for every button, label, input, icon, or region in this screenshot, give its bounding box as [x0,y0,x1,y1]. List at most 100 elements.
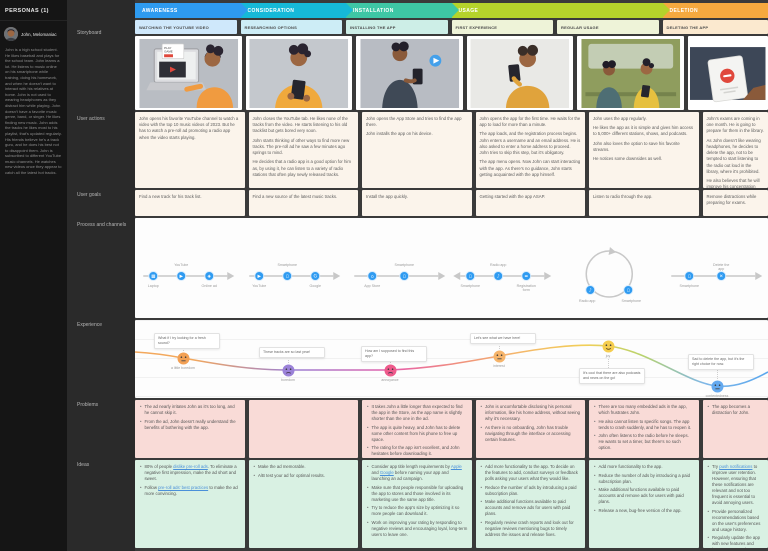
idea-link[interactable]: push notifications [719,464,753,469]
storyboard-illustration-researching [249,38,349,108]
experience-note[interactable]: How am I supposed to find this app? [361,346,427,362]
user-action-text: John installs the app on his device. [366,131,433,137]
stage-awareness[interactable]: AWARENESS [135,3,248,18]
row-label-problems[interactable]: Problems [77,402,99,408]
stage-usage[interactable]: USAGE [451,3,670,18]
stage-label: DELETION [669,7,698,14]
idea-item: Regularly review crash reports and look … [481,520,582,538]
idea-cell-2[interactable]: Make the ad memorable.A/B test your ad f… [248,460,358,548]
user-action-text: The app menu opens. Now John can start i… [479,159,581,177]
experience-emoji-5[interactable] [602,340,615,353]
row-label-user-actions[interactable]: User actions [77,116,105,122]
svg-text:App Store: App Store [364,284,380,288]
idea-cell-1[interactable]: 80% of people dislike pre-roll ads. To e… [135,460,245,548]
stage-consideration[interactable]: CONSIDERATION [240,3,353,18]
idea-cell-6[interactable]: Try push notifications to improve user r… [702,460,768,548]
user-goal-cell-4[interactable]: Getting started with the app ASAP. [475,190,585,216]
row-label-storyboard[interactable]: Storyboard [77,30,102,36]
user-goal-cell-2[interactable]: Find a new source of the latest music tr… [248,190,358,216]
user-action-text: John uses the app regularly. [593,116,647,121]
experience-note-connector [499,346,500,349]
problem-cell-2[interactable] [248,400,358,458]
persona-avatar[interactable] [4,27,18,41]
substage-4[interactable]: FIRST EXPERIENCE [451,20,553,34]
user-actions-cell-5[interactable]: John uses the app regularly.He likes the… [589,112,699,188]
user-actions-cell-4[interactable]: John opens the app for the first time. H… [475,112,585,188]
user-goal-cell-5[interactable]: Listen to radio through the app. [589,190,699,216]
storyboard-cell-consideration[interactable] [245,36,352,110]
idea-link[interactable]: pre-roll ads' best practices [158,484,209,490]
substage-6[interactable]: DELETING THE APP [662,20,768,34]
user-actions-cell-3[interactable]: John opens the App Store and tries to fi… [362,112,472,188]
problem-cell-5[interactable]: There are too many embedded ads in the a… [589,400,699,458]
storyboard-cell-regular-usage[interactable] [577,36,684,110]
persona-name[interactable]: John, Melomaniac [21,31,57,37]
problem-item: The app is quite heavy, and John has to … [367,425,468,443]
row-label-experience[interactable]: Experience [77,322,103,328]
experience-emoji-2[interactable] [282,364,295,377]
personas-panel-title: PERSONAS (1) [0,0,67,21]
stage-arrow-point [451,3,459,17]
user-goal-text: Install the app quickly. [366,194,408,199]
svg-text:▯: ▯ [286,275,288,280]
problem-cell-6[interactable]: The app becomes a distraction for John. [702,400,768,458]
experience-note[interactable]: It's cool that there are also podcasts a… [579,368,645,384]
user-goal-cell-3[interactable]: Install the app quickly. [362,190,472,216]
user-actions-cell-2[interactable]: John closes the YouTube tab. He likes no… [248,112,358,188]
svg-text:▶: ▶ [257,275,261,280]
experience-emoji-4[interactable] [493,350,506,363]
stage-installation[interactable]: INSTALLATION [346,3,459,18]
storyboard-cell-first-experience[interactable] [466,36,573,110]
svg-text:Smartphone: Smartphone [277,263,297,267]
experience-note[interactable]: What if I try looking for a fresh sound? [154,333,220,349]
idea-item: Add more functionality to the app. [594,464,695,470]
experience-note[interactable]: Sad to delete the app, but it's the righ… [688,354,754,370]
substage-3[interactable]: INSTALLING THE APP [346,20,448,34]
problem-cell-4[interactable]: John is uncomfortable disclosing his per… [475,400,585,458]
user-goal-cell-1[interactable]: Find a new track for his track list. [135,190,245,216]
svg-text:Smartphone: Smartphone [460,284,480,288]
idea-cell-4[interactable]: Add more functionality to the app. To de… [475,460,585,548]
problem-cell-1[interactable]: The ad nearly irritates John as it's too… [135,400,245,458]
idea-cell-5[interactable]: Add more functionality to the app.Reduce… [589,460,699,548]
storyboard-cell-awareness[interactable]: PLAY GAME [135,36,242,110]
experience-note[interactable]: These tracks are so last year! [259,347,325,358]
idea-item: 80% of people dislike pre-roll ads. To e… [140,464,241,482]
stage-deletion[interactable]: DELETION [662,3,768,18]
process-cell-3[interactable]: ⌂App Store▯Smartphone [346,218,452,318]
persona-card-header[interactable]: John, Melomaniac [0,21,67,45]
substage-2[interactable]: RESEARCHING OPTIONS [240,20,342,34]
problem-cell-3[interactable]: It takes John a little longer than expec… [362,400,472,458]
row-label-user-goals[interactable]: User goals [77,192,101,198]
row-label-process-and-channels[interactable]: Process and channels [77,222,127,228]
idea-link[interactable]: Google [379,470,394,476]
substage-1[interactable]: WATCHING THE YOUTUBE VIDEO [135,20,237,34]
idea-link[interactable]: dislike pre-roll ads [173,464,208,469]
experience-emoji-3[interactable] [384,364,397,377]
problem-item: The app becomes a distraction for John. [708,404,765,416]
row-label-ideas[interactable]: Ideas [77,462,90,468]
experience-emoji-6[interactable] [711,380,724,393]
idea-cell-3[interactable]: Consider app title length requirements b… [362,460,472,548]
problem-item: He also cannot listen to specific songs.… [594,419,695,431]
process-cell-1[interactable]: ▦Laptop▶YouTube◈Online ad [135,218,241,318]
user-actions-cell-6[interactable]: John's exams are coming in one month. He… [702,112,768,188]
user-actions-cell-1[interactable]: John opens his favorite YouTube channel … [135,112,245,188]
storyboard-cell-installation[interactable] [356,36,463,110]
idea-link[interactable]: Apple [450,464,462,469]
substage-5[interactable]: REGULAR USAGE [557,20,659,34]
user-goal-cell-6[interactable]: Remove distractions while preparing for … [702,190,768,216]
experience-emotion-label: a little boredom [171,365,195,370]
idea-item: Regularly update the app with new featur… [708,535,765,548]
idea-item: Consider app title length requirements b… [367,464,468,482]
storyboard-cell-deletion[interactable] [687,36,768,110]
user-action-text: John opens the app for the first time. H… [479,116,581,128]
experience-note[interactable]: Let's see what we have here! [470,333,536,344]
experience-emoji-1[interactable] [177,352,190,365]
